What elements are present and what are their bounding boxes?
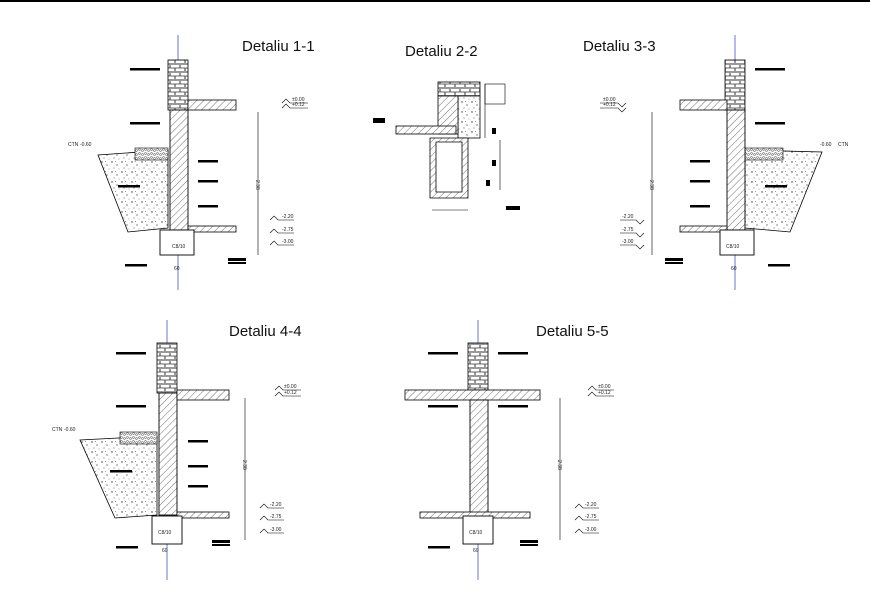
d11-level-l1: -2.20 (282, 214, 294, 220)
title-detaliu-1-1: Detaliu 1-1 (242, 38, 315, 55)
detail-1-1: CTN -0.60 ±0.00 +0.12 -2.20 -2.75 -3.00 … (68, 35, 308, 290)
d11-level-l2: -2.75 (282, 227, 294, 233)
d33-level-l3: -3.00 (622, 239, 634, 245)
detail-5-5: ±0.00 +0.12 -2.20 -2.75 -3.00 2.38 C8/10… (404, 320, 614, 580)
d55-width: 60 (473, 548, 479, 554)
d11-width: 60 (174, 266, 180, 272)
d44-level-l3: -3.00 (270, 527, 282, 533)
d33-level-top: ±0.00 (603, 97, 616, 103)
d44-ctn-level: -0.60 (64, 427, 76, 433)
title-detaliu-5-5: Detaliu 5-5 (536, 323, 609, 340)
title-detaliu-2-2: Detaliu 2-2 (405, 43, 478, 60)
d11-level-l3: -3.00 (282, 239, 294, 245)
detail-2-2 (373, 81, 520, 211)
d11-level-top: ±0.00 (292, 97, 305, 103)
d33-level-l2: -2.75 (622, 227, 634, 233)
d55-level-top2: +0.12 (598, 390, 611, 396)
d44-level-l2: -2.75 (270, 514, 282, 520)
d44-level-top2: +0.12 (284, 390, 297, 396)
title-detaliu-3-3: Detaliu 3-3 (583, 38, 656, 55)
d55-height: 2.38 (556, 460, 562, 470)
d33-ctn-level: -0.60 (820, 142, 832, 148)
d11-height: 2.38 (254, 180, 260, 190)
d44-height: 2.38 (241, 460, 247, 470)
d55-level-top: ±0.00 (598, 384, 611, 390)
d33-height: 2.38 (648, 180, 654, 190)
d44-width: 60 (162, 548, 168, 554)
d11-ctn-level: -0.60 (80, 142, 92, 148)
d33-ctn-label: CTN (838, 142, 849, 148)
d33-level-l1: -2.20 (622, 214, 634, 220)
d44-level-l1: -2.20 (270, 502, 282, 508)
d44-ctn-label: CTN (52, 427, 63, 433)
detail-3-3: -0.60 CTN ±0.00 +0.12 -2.20 -2.75 -3.00 … (600, 35, 849, 290)
d55-level-l1: -2.20 (585, 502, 597, 508)
d11-level-top2: +0.12 (292, 102, 305, 108)
d11-ctn-label: CTN (68, 142, 79, 148)
d44-c-label: C8/10 (158, 530, 172, 536)
title-detaliu-4-4: Detaliu 4-4 (229, 323, 302, 340)
d55-level-l3: -3.00 (585, 527, 597, 533)
d55-level-l2: -2.75 (585, 514, 597, 520)
detail-4-4: CTN -0.60 ±0.00 +0.12 -2.20 -2.75 -3.00 … (52, 320, 301, 580)
d33-width: 60 (731, 266, 737, 272)
d44-level-top: ±0.00 (284, 384, 297, 390)
top-border-line (0, 0, 870, 2)
d33-c-label: C8/10 (726, 244, 740, 250)
d11-c-label: C8/10 (172, 244, 186, 250)
d33-level-top2: +0.12 (603, 102, 616, 108)
d55-c-label: C8/10 (469, 530, 483, 536)
